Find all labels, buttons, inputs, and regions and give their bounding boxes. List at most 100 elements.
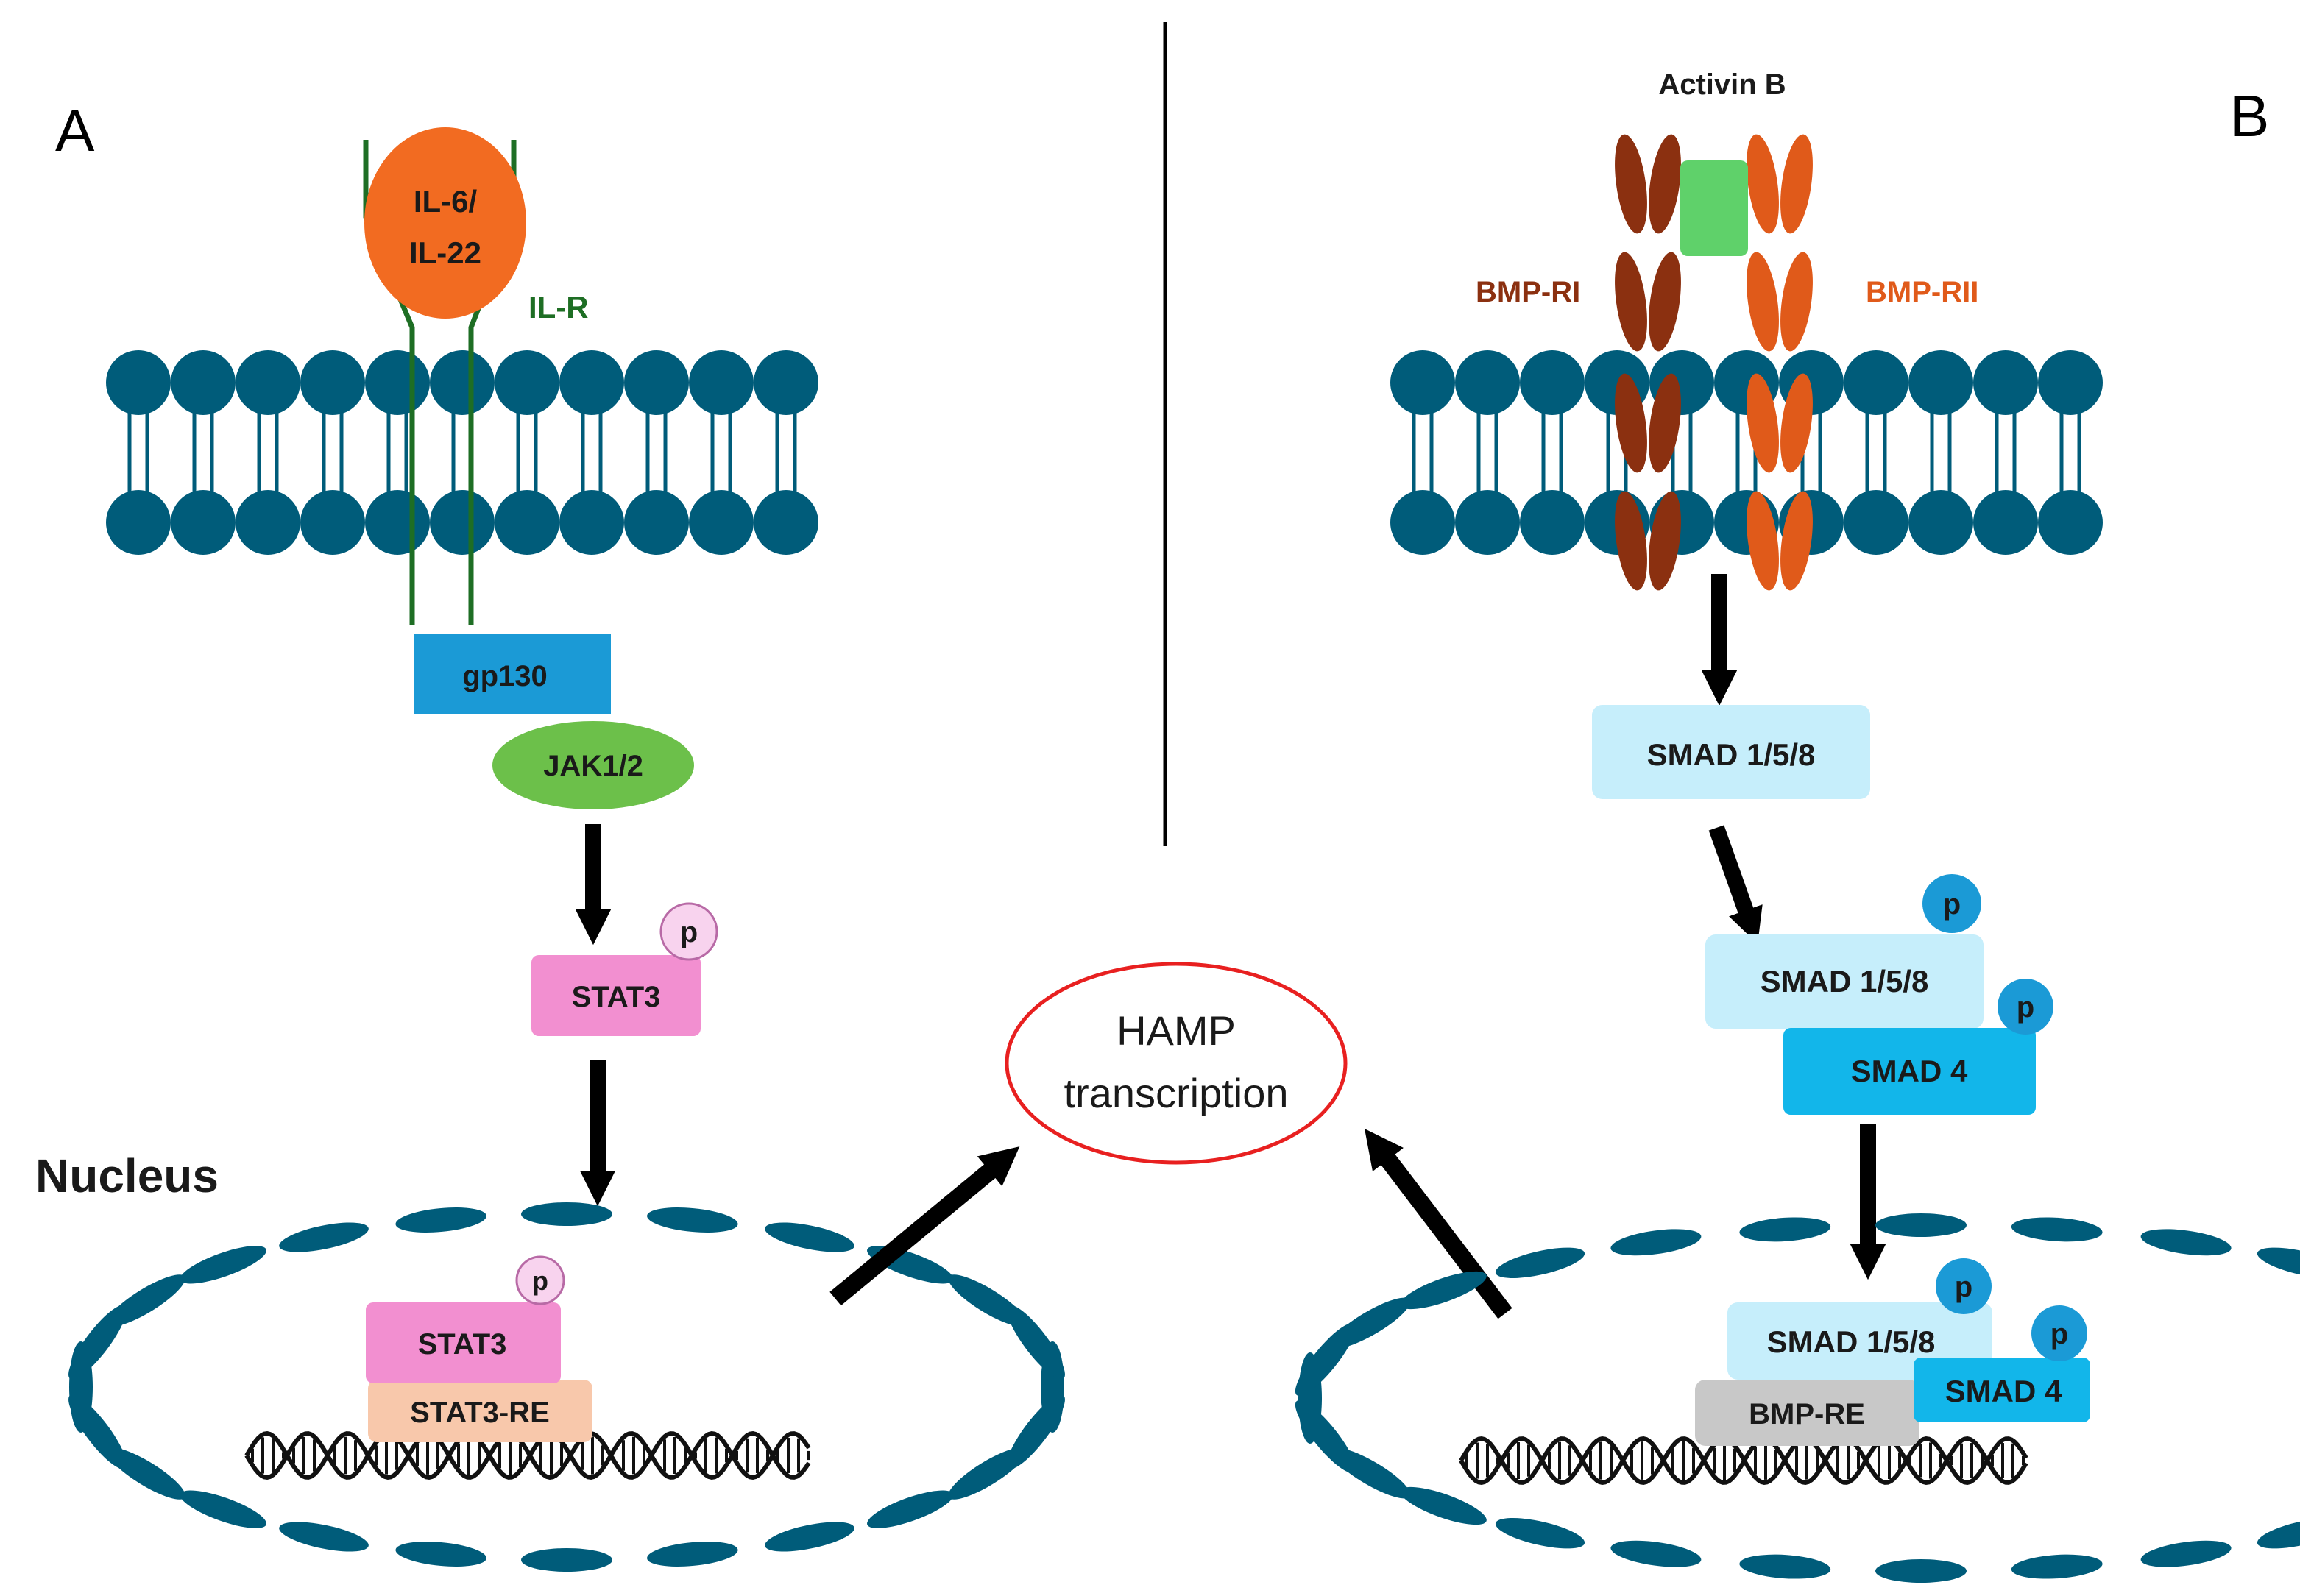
lipid-head: [1520, 350, 1585, 415]
smad4-label: SMAD 4: [1851, 1054, 1968, 1088]
ligand-label-line1: IL-6/: [414, 184, 478, 219]
lipid-head: [171, 350, 236, 415]
envelope-segment: [2140, 1540, 2232, 1567]
receptor-domain: [1747, 491, 1779, 591]
lipid-head: [236, 490, 300, 555]
receptor-domain: [1747, 252, 1779, 352]
dna-helix-a: [244, 1430, 811, 1480]
gp130-label: gp130: [462, 660, 548, 692]
lipid-head: [495, 490, 559, 555]
envelope-segment: [1331, 1297, 1411, 1349]
envelope-segment: [647, 1542, 738, 1567]
bmp-ri-receptor: [1615, 134, 1681, 591]
envelope-segment: [521, 1548, 612, 1572]
panel-b: Activin B BMP-RI BMP-RII SMAD 1/5/8 SMAD…: [1295, 68, 2300, 1583]
lipid-head: [1455, 350, 1520, 415]
smad158-box: [1592, 705, 1870, 799]
envelope-segment: [106, 1447, 185, 1500]
il6-il22-ligand: [364, 127, 526, 319]
lipid-head: [236, 350, 300, 415]
hamp-label-line2: transcription: [1064, 1070, 1288, 1116]
lipid-head: [106, 350, 171, 415]
envelope-segment: [279, 1222, 369, 1252]
nuclear-stat3-phospho: [515, 1255, 565, 1305]
receptor-domain: [1615, 491, 1647, 591]
nuclear-smad4-phospho: [2031, 1305, 2087, 1361]
activin-b-label: Activin B: [1658, 68, 1786, 101]
cell-membrane-a: [106, 350, 818, 555]
envelope-segment: [1495, 1517, 1585, 1549]
envelope-segment: [1739, 1217, 1831, 1242]
receptor-domain: [1780, 134, 1813, 234]
bmp-rii-receptor: [1747, 134, 1813, 591]
nuclear-stat3-re-box: [368, 1380, 592, 1442]
envelope-segment: [2011, 1217, 2103, 1242]
envelope-segment: [1875, 1213, 1967, 1237]
envelope-segment: [2257, 1247, 2300, 1279]
envelope-segment: [1610, 1229, 1702, 1256]
envelope-segment: [279, 1522, 369, 1552]
il-r-label: IL-R: [528, 290, 589, 324]
nucleus-envelope-b: [1295, 1213, 2300, 1583]
envelope-segment: [521, 1202, 612, 1226]
jak-label: JAK1/2: [543, 750, 643, 782]
envelope-segment: [948, 1447, 1027, 1500]
envelope-segment: [1875, 1559, 1967, 1583]
stat3-phospho-label: p: [680, 916, 698, 948]
smad4-phospho-label: p: [2017, 991, 2034, 1024]
panel-b-letter: B: [2230, 83, 2269, 149]
nuclear-smad4-phospho-label: p: [2050, 1318, 2068, 1350]
lipid-head: [171, 490, 236, 555]
jak-ellipse: [492, 721, 694, 809]
hamp-ring: [1005, 962, 1348, 1165]
receptor-domain: [1747, 373, 1779, 473]
panel-a: IL-6/ IL-22 IL-R gp130 JAK1/2 STAT3 p Nu…: [35, 127, 1065, 1572]
hamp-label-line1: HAMP: [1117, 1007, 1236, 1054]
lipid-head: [1844, 490, 1908, 555]
lipid-head: [365, 490, 430, 555]
nuclear-stat3-box: [366, 1302, 561, 1383]
lipid-head: [1390, 350, 1455, 415]
nuclear-smad4-box: [1914, 1358, 2090, 1422]
lipid-head: [1908, 350, 1973, 415]
receptor-domain: [1649, 373, 1681, 473]
arrow-smad-to-hamp: [1365, 1128, 1512, 1319]
nucleus-label: Nucleus: [35, 1149, 219, 1202]
lipid-head: [430, 350, 495, 415]
lipid-head: [624, 350, 689, 415]
gp130-box: [414, 634, 611, 714]
receptor-domain: [1780, 373, 1813, 473]
bmp-rii-label: BMP-RII: [1866, 276, 1978, 308]
dna-helix-b: [1459, 1436, 2028, 1486]
smad158-complex-box: [1705, 934, 1984, 1029]
stat3-label: STAT3: [572, 981, 661, 1013]
nuclear-stat3-label: STAT3: [418, 1328, 507, 1361]
lipid-head: [1973, 490, 2038, 555]
nuclear-smad158-label: SMAD 1/5/8: [1767, 1324, 1936, 1359]
envelope-segment: [1739, 1554, 1831, 1579]
nuclear-smad4-label: SMAD 4: [1945, 1374, 2062, 1408]
envelope-segment: [2257, 1517, 2300, 1549]
lipid-head: [754, 350, 818, 415]
lipid-head: [1908, 490, 1973, 555]
envelope-segment: [1610, 1540, 1702, 1567]
lipid-head: [1390, 490, 1455, 555]
dna-strand: [244, 1430, 811, 1480]
envelope-segment: [395, 1207, 486, 1233]
smad158-phospho: [1922, 874, 1981, 933]
lipid-head: [365, 350, 430, 415]
nucleus-envelope-a: [68, 1202, 1065, 1572]
envelope-segment: [2011, 1554, 2103, 1579]
envelope-segment: [1400, 1271, 1487, 1310]
receptor-domain: [1615, 373, 1647, 473]
arrow-smad-to-complex: [1708, 825, 1763, 944]
activin-b-ligand: [1680, 160, 1748, 256]
stat3-box: [531, 955, 701, 1036]
bmp-re-box: [1695, 1380, 1919, 1446]
nuclear-stat3-phospho-label: p: [532, 1266, 548, 1296]
arrow-stat3-to-hamp: [829, 1146, 1020, 1306]
receptor-domain: [1649, 134, 1681, 234]
lipid-head: [2038, 490, 2103, 555]
receptor-domain: [1747, 134, 1779, 234]
